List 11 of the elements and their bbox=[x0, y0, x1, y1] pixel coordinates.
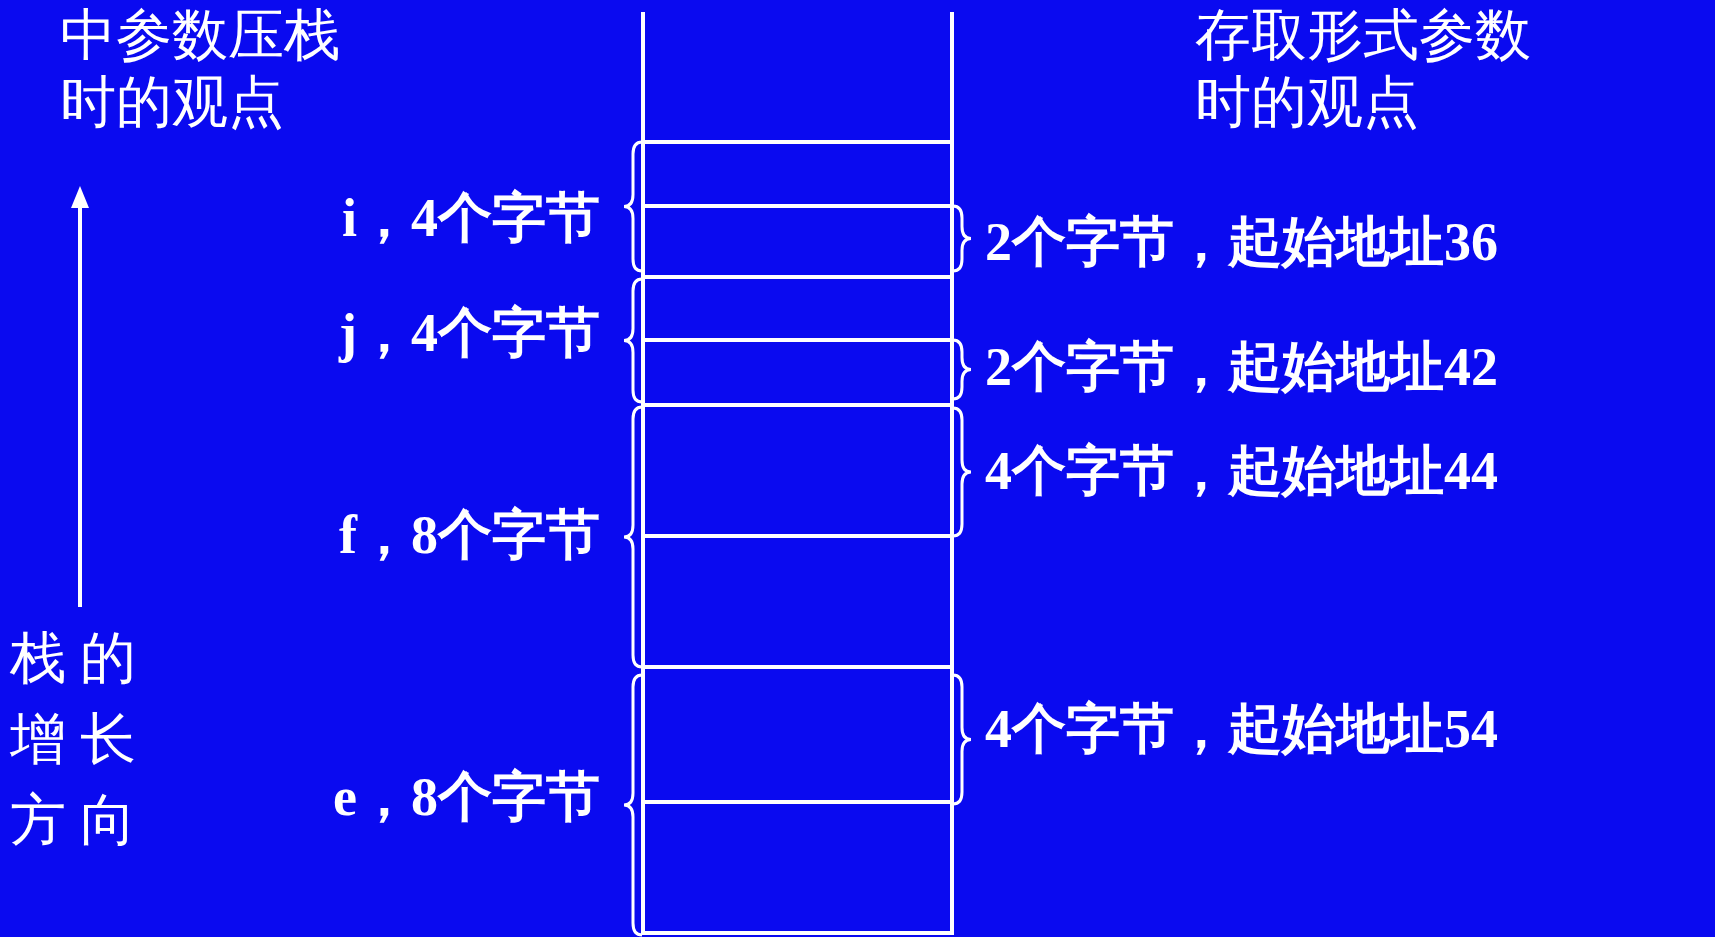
address-label: 2个字节，起始地址42 bbox=[985, 336, 1499, 399]
size-label: i，4个字节 bbox=[341, 187, 600, 250]
size-label: j，4个字节 bbox=[337, 302, 600, 365]
caption-text: 存取形式参数时的观点 bbox=[1195, 3, 1532, 136]
size-label: e，8个字节 bbox=[332, 766, 600, 829]
caption-text: 中参数压栈时的观点 bbox=[60, 3, 341, 136]
size-label: f，8个字节 bbox=[338, 504, 600, 567]
address-label: 4个字节，起始地址44 bbox=[985, 440, 1499, 503]
address-label: 2个字节，起始地址36 bbox=[985, 211, 1499, 274]
address-label: 4个字节，起始地址54 bbox=[985, 698, 1499, 761]
direction-label: 栈的增长方向 bbox=[10, 626, 151, 854]
